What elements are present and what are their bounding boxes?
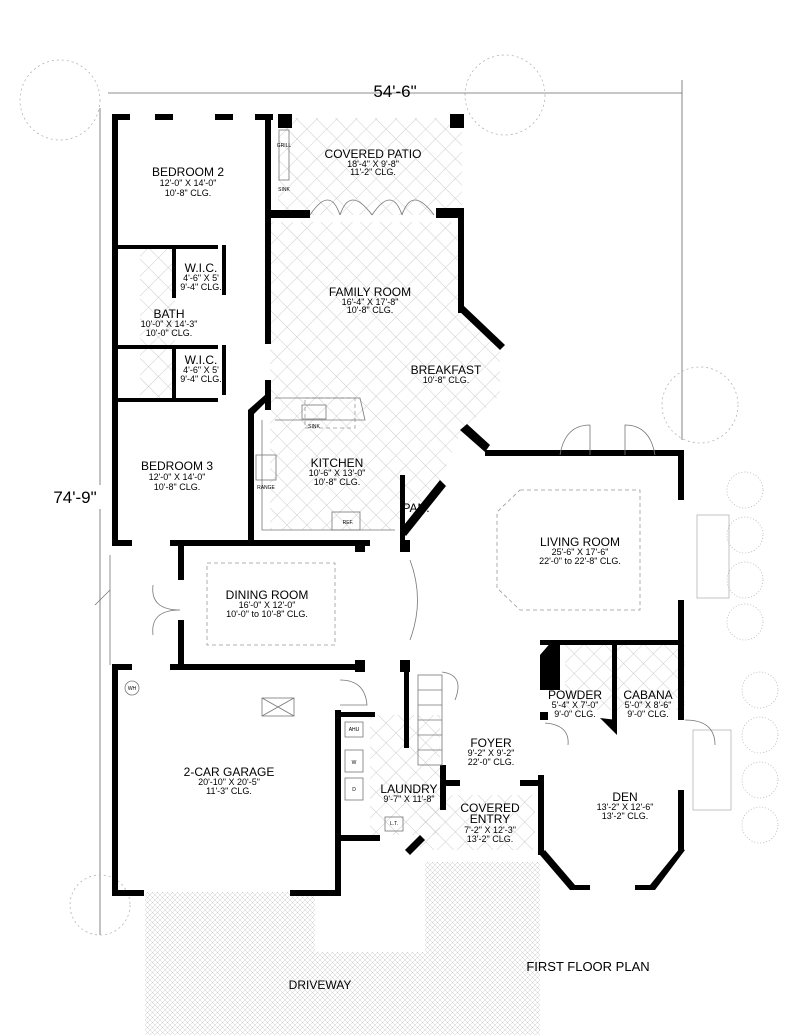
dryer-label: D [352,787,356,793]
svg-text:9'-0" CLG.: 9'-0" CLG. [554,709,595,719]
svg-text:16'-0" X 12'-0": 16'-0" X 12'-0" [239,600,296,610]
svg-text:10'-8" CLG.: 10'-8" CLG. [165,188,211,198]
water-heater-label: WH [128,686,137,692]
svg-text:10'-0" X 14'-3": 10'-0" X 14'-3" [141,319,198,329]
room-family-room: FAMILY ROOM 16'-4" X 17'-8" 10'-8" CLG. [329,285,411,315]
kitchen-sink-label: SINK [308,424,320,430]
svg-text:5'-4" X 7'-0": 5'-4" X 7'-0" [552,700,599,710]
svg-text:10'-8" CLG.: 10'-8" CLG. [347,305,393,315]
patio-sink-label: SINK [278,187,290,193]
svg-text:25'-6" X 17'-6": 25'-6" X 17'-6" [552,547,609,557]
washer-label: W [352,760,357,766]
svg-text:22'-0" to 22'-8" CLG.: 22'-0" to 22'-8" CLG. [539,556,621,566]
svg-text:9'-4" CLG.: 9'-4" CLG. [180,374,221,384]
landscape-plants [19,54,779,936]
depth-dimension: 74'-9" [40,108,110,935]
room-laundry: LAUNDRY 9'-7" X 11'-8" [380,782,437,804]
svg-text:LIVING ROOM: LIVING ROOM [540,535,620,549]
svg-text:18'-4" X 9'-8": 18'-4" X 9'-8" [347,159,399,169]
room-foyer: FOYER 9'-2" X 9'-2" 22'-0" CLG. [468,736,515,767]
svg-text:13'-2" CLG.: 13'-2" CLG. [602,811,648,821]
room-powder: POWDER 5'-4" X 7'-0" 9'-0" CLG. [548,688,602,719]
svg-text:7'-2" X 12'-3": 7'-2" X 12'-3" [464,825,516,835]
laundry-tub-label: L.T. [390,821,398,827]
svg-text:CABANA: CABANA [623,688,672,702]
svg-text:COVERED PATIO: COVERED PATIO [325,147,422,161]
svg-text:10'-0" to 10'-8" CLG.: 10'-0" to 10'-8" CLG. [226,609,308,619]
svg-text:54'-6": 54'-6" [373,82,416,101]
ref-label: REF. [343,520,354,526]
room-breakfast: BREAKFAST 10'-8" CLG. [411,363,482,385]
svg-text:COVERED: COVERED [460,801,520,815]
svg-text:DEN: DEN [612,790,637,804]
width-dimension: 54'-6" [108,82,682,101]
room-bath: BATH 10'-0" X 14'-3" 10'-0" CLG. [141,307,198,338]
svg-text:13'-2" CLG.: 13'-2" CLG. [467,834,513,844]
svg-text:BATH: BATH [153,307,184,321]
svg-text:10'-6" X 13'-0": 10'-6" X 13'-0" [309,468,366,478]
svg-text:10'-8" CLG.: 10'-8" CLG. [314,477,360,487]
plan-title: FIRST FLOOR PLAN [526,959,649,974]
room-wic-2: W.I.C. 4'-6" X 5' 9'-4" CLG. [180,353,221,384]
room-den: DEN 13'-2" X 12'-6" 13'-2" CLG. [597,790,654,821]
svg-text:12'-0" X 14'-0": 12'-0" X 14'-0" [160,178,217,188]
tiled-floors [140,118,685,1035]
svg-text:W.I.C.: W.I.C. [185,261,218,275]
room-cabana: CABANA 5'-0" X 8'-6" 9'-0" CLG. [623,688,672,719]
svg-text:13'-2" X 12'-6": 13'-2" X 12'-6" [597,802,654,812]
svg-text:9'-4" CLG.: 9'-4" CLG. [180,282,221,292]
svg-text:FOYER: FOYER [470,736,512,750]
svg-text:KITCHEN: KITCHEN [311,456,364,470]
room-living-room: LIVING ROOM 25'-6" X 17'-6" 22'-0" to 22… [539,535,621,566]
svg-text:22'-0" CLG.: 22'-0" CLG. [468,757,514,767]
svg-text:10'-0" CLG.: 10'-0" CLG. [146,328,192,338]
svg-text:ENTRY: ENTRY [470,812,510,826]
svg-text:2-CAR GARAGE: 2-CAR GARAGE [184,765,275,779]
svg-text:74'-9": 74'-9" [53,488,96,507]
svg-text:BREAKFAST: BREAKFAST [411,363,482,377]
room-covered-patio: COVERED PATIO 18'-4" X 9'-8" 11'-2" CLG. [325,147,422,177]
ahu-label: AHU [349,727,360,733]
svg-text:4'-6" X 5': 4'-6" X 5' [183,365,219,375]
room-dining-room: DINING ROOM 16'-0" X 12'-0" 10'-0" to 10… [226,588,309,619]
fixture-lines [94,129,716,832]
svg-text:5'-0" X 8'-6": 5'-0" X 8'-6" [625,700,672,710]
range-label: RANGE [257,485,275,491]
svg-text:16'-4" X 17'-8": 16'-4" X 17'-8" [342,297,399,307]
room-covered-entry: COVERED ENTRY 7'-2" X 12'-3" 13'-2" CLG. [460,801,520,844]
room-kitchen: KITCHEN 10'-6" X 13'-0" 10'-8" CLG. [309,456,366,487]
svg-text:12'-0" X 14'-0": 12'-0" X 14'-0" [149,472,206,482]
svg-text:BEDROOM 3: BEDROOM 3 [141,459,213,473]
room-wic-1: W.I.C. 4'-6" X 5' 9'-4" CLG. [180,261,221,292]
svg-text:11'-2" CLG.: 11'-2" CLG. [350,167,396,177]
svg-text:11'-3" CLG.: 11'-3" CLG. [206,786,252,796]
room-bedroom-2: BEDROOM 2 12'-0" X 14'-0" 10'-8" CLG. [152,165,224,198]
svg-text:9'-2" X 9'-2": 9'-2" X 9'-2" [468,748,515,758]
svg-text:10'-8" CLG.: 10'-8" CLG. [423,375,469,385]
svg-text:FAMILY ROOM: FAMILY ROOM [329,285,411,299]
svg-text:POWDER: POWDER [548,688,602,702]
svg-text:LAUNDRY: LAUNDRY [380,782,437,796]
svg-text:DINING ROOM: DINING ROOM [226,588,309,602]
grill-label: GRILL [277,143,292,149]
svg-text:20'-10" X 20'-5": 20'-10" X 20'-5" [198,777,260,787]
svg-text:9'-0" CLG.: 9'-0" CLG. [627,709,668,719]
svg-text:4'-6" X 5': 4'-6" X 5' [183,273,219,283]
driveway-label: DRIVEWAY [289,978,352,992]
walls [112,114,685,896]
room-garage: 2-CAR GARAGE 20'-10" X 20'-5" 11'-3" CLG… [184,765,275,796]
room-pantry: PAN. [402,501,429,515]
svg-text:W.I.C.: W.I.C. [185,353,218,367]
room-bedroom-3: BEDROOM 3 12'-0" X 14'-0" 10'-8" CLG. [141,459,213,492]
svg-text:10'-8" CLG.: 10'-8" CLG. [154,482,200,492]
svg-text:BEDROOM 2: BEDROOM 2 [152,165,224,179]
svg-text:9'-7" X 11'-8": 9'-7" X 11'-8" [383,794,434,804]
